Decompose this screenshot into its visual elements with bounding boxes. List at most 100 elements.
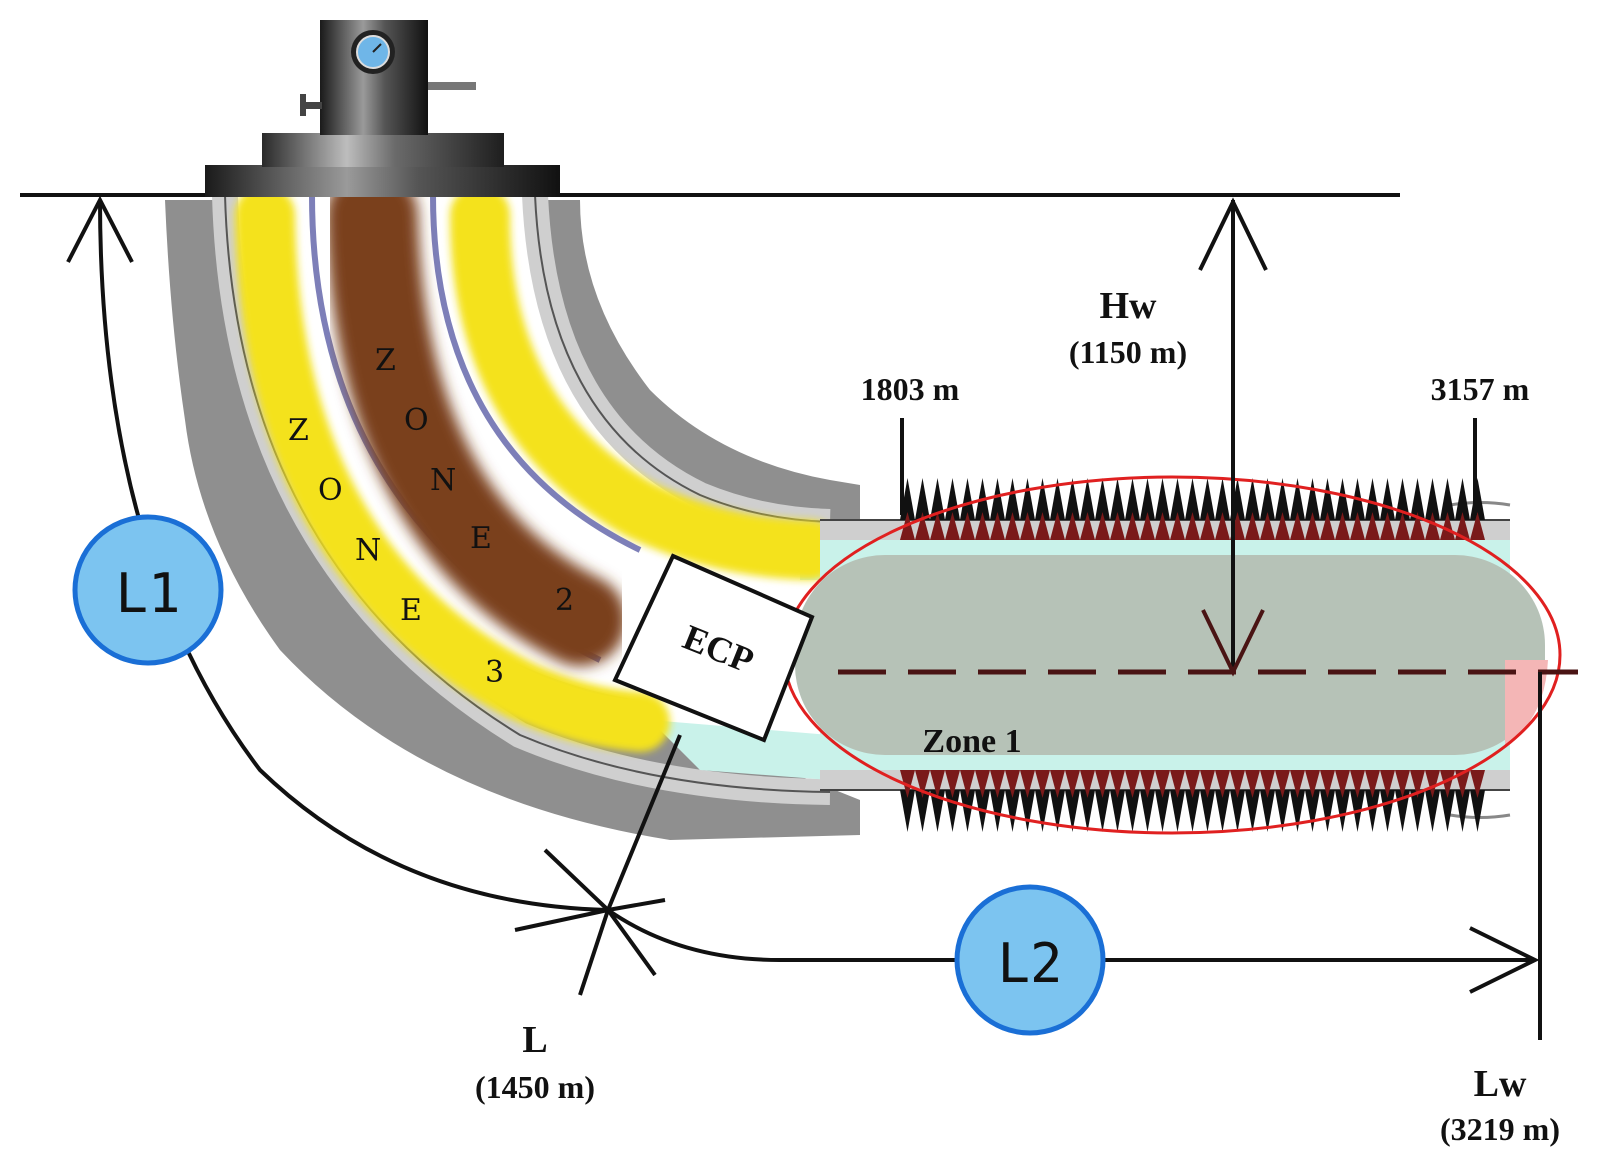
perforation-spike	[1215, 790, 1230, 832]
perforation-spike	[990, 478, 1005, 520]
perforation-spike	[1020, 790, 1035, 832]
perforation-spike	[1260, 512, 1275, 540]
perforation-spike	[1290, 790, 1305, 832]
perforation-spike	[1110, 512, 1125, 540]
l1-dimension	[66, 195, 609, 912]
perforation-spike	[1410, 512, 1425, 540]
perforation-spike	[1305, 512, 1320, 540]
perforation-spike	[1155, 790, 1170, 832]
l2-label: L2	[997, 932, 1062, 995]
zone-2-letter: E	[470, 521, 492, 556]
perforation-spike	[1275, 790, 1290, 832]
perforation-spike	[1380, 512, 1395, 540]
perforation-spike	[1155, 478, 1170, 520]
perforation-spike	[1005, 790, 1020, 832]
perforation-spike	[900, 790, 915, 832]
perforation-spike	[1470, 512, 1485, 540]
perforation-spike	[930, 770, 945, 798]
perforation-spike	[1365, 512, 1380, 540]
perforation-spike	[1230, 770, 1245, 798]
zone-2-letters: Z O N E 2	[375, 343, 574, 618]
perforation-spike	[1275, 770, 1290, 798]
perforation-spike	[1080, 790, 1095, 832]
lw-symbol: Lw	[1474, 1063, 1527, 1105]
perforation-spike	[1065, 790, 1080, 832]
l-value: (1450 m)	[475, 1069, 595, 1105]
perforation-spike	[1095, 512, 1110, 540]
perforation-spike	[1155, 512, 1170, 540]
perforations-bottom	[900, 770, 1485, 832]
zone-2-letter: O	[404, 403, 429, 438]
perforation-spike	[1110, 770, 1125, 798]
perforation-spike	[1110, 478, 1125, 520]
perforation-spike	[1020, 512, 1035, 540]
perforation-spike	[1320, 478, 1335, 520]
perforation-spike	[1455, 770, 1470, 798]
perforation-spike	[1365, 770, 1380, 798]
perforation-spike	[1095, 478, 1110, 520]
zone-1-label: Zone 1	[922, 723, 1021, 760]
zone-3-band	[235, 185, 840, 752]
perforation-spike	[915, 790, 930, 832]
perforation-end-label: 3157 m	[1431, 371, 1530, 407]
perforation-spike	[1275, 478, 1290, 520]
perforation-spike	[1395, 770, 1410, 798]
perforation-spike	[1440, 790, 1455, 832]
perforation-spike	[1455, 790, 1470, 832]
perforation-spike	[945, 770, 960, 798]
perforation-spike	[1320, 770, 1335, 798]
zone-3-letter: 3	[485, 655, 504, 690]
perforation-spike	[1350, 512, 1365, 540]
zone-3-letter: E	[400, 593, 422, 628]
wellhead	[205, 20, 560, 197]
perforation-spike	[915, 478, 930, 520]
perforation-start-label: 1803 m	[861, 371, 960, 407]
perforation-spike	[990, 512, 1005, 540]
zone-3-letter: O	[318, 473, 343, 508]
perforation-spike	[1095, 770, 1110, 798]
depth-markers: 1803 m 3157 m	[861, 371, 1530, 515]
perforation-spike	[1185, 770, 1200, 798]
perforation-spike	[1200, 770, 1215, 798]
perforation-spike	[1245, 512, 1260, 540]
perforation-spike	[1020, 770, 1035, 798]
perforation-spike	[960, 478, 975, 520]
perforation-spike	[1305, 770, 1320, 798]
perforation-spike	[1155, 770, 1170, 798]
perforation-spike	[1275, 512, 1290, 540]
perforation-spike	[1065, 478, 1080, 520]
perforation-spike	[990, 790, 1005, 832]
perforation-spike	[1125, 790, 1140, 832]
perforation-spike	[1200, 790, 1215, 832]
perforation-spike	[1440, 478, 1455, 520]
perforation-spike	[1425, 478, 1440, 520]
perforation-spike	[1080, 512, 1095, 540]
kick-off-point-marker	[514, 734, 682, 996]
perforation-spike	[1335, 790, 1350, 832]
perforation-spike	[1050, 770, 1065, 798]
perforation-spike	[1215, 770, 1230, 798]
perforation-spike	[1170, 770, 1185, 798]
perforation-spike	[1005, 512, 1020, 540]
perforation-spike	[1065, 512, 1080, 540]
perforation-spike	[1140, 770, 1155, 798]
perforation-spike	[1125, 512, 1140, 540]
perforation-spike	[1470, 790, 1485, 832]
perforation-spike	[1395, 512, 1410, 540]
perforation-spike	[1305, 790, 1320, 832]
l-symbol: L	[522, 1019, 547, 1061]
perforation-spike	[930, 790, 945, 832]
perforation-spike	[960, 790, 975, 832]
perforation-spike	[1215, 512, 1230, 540]
perforation-spike	[930, 512, 945, 540]
perforation-spike	[1320, 512, 1335, 540]
perforation-spike	[1365, 478, 1380, 520]
perforation-spike	[1455, 512, 1470, 540]
perforation-spike	[1290, 512, 1305, 540]
perforation-spike	[1095, 790, 1110, 832]
perforation-spike	[1185, 478, 1200, 520]
lw-value: (3219 m)	[1440, 1111, 1560, 1147]
perforation-spike	[1065, 770, 1080, 798]
